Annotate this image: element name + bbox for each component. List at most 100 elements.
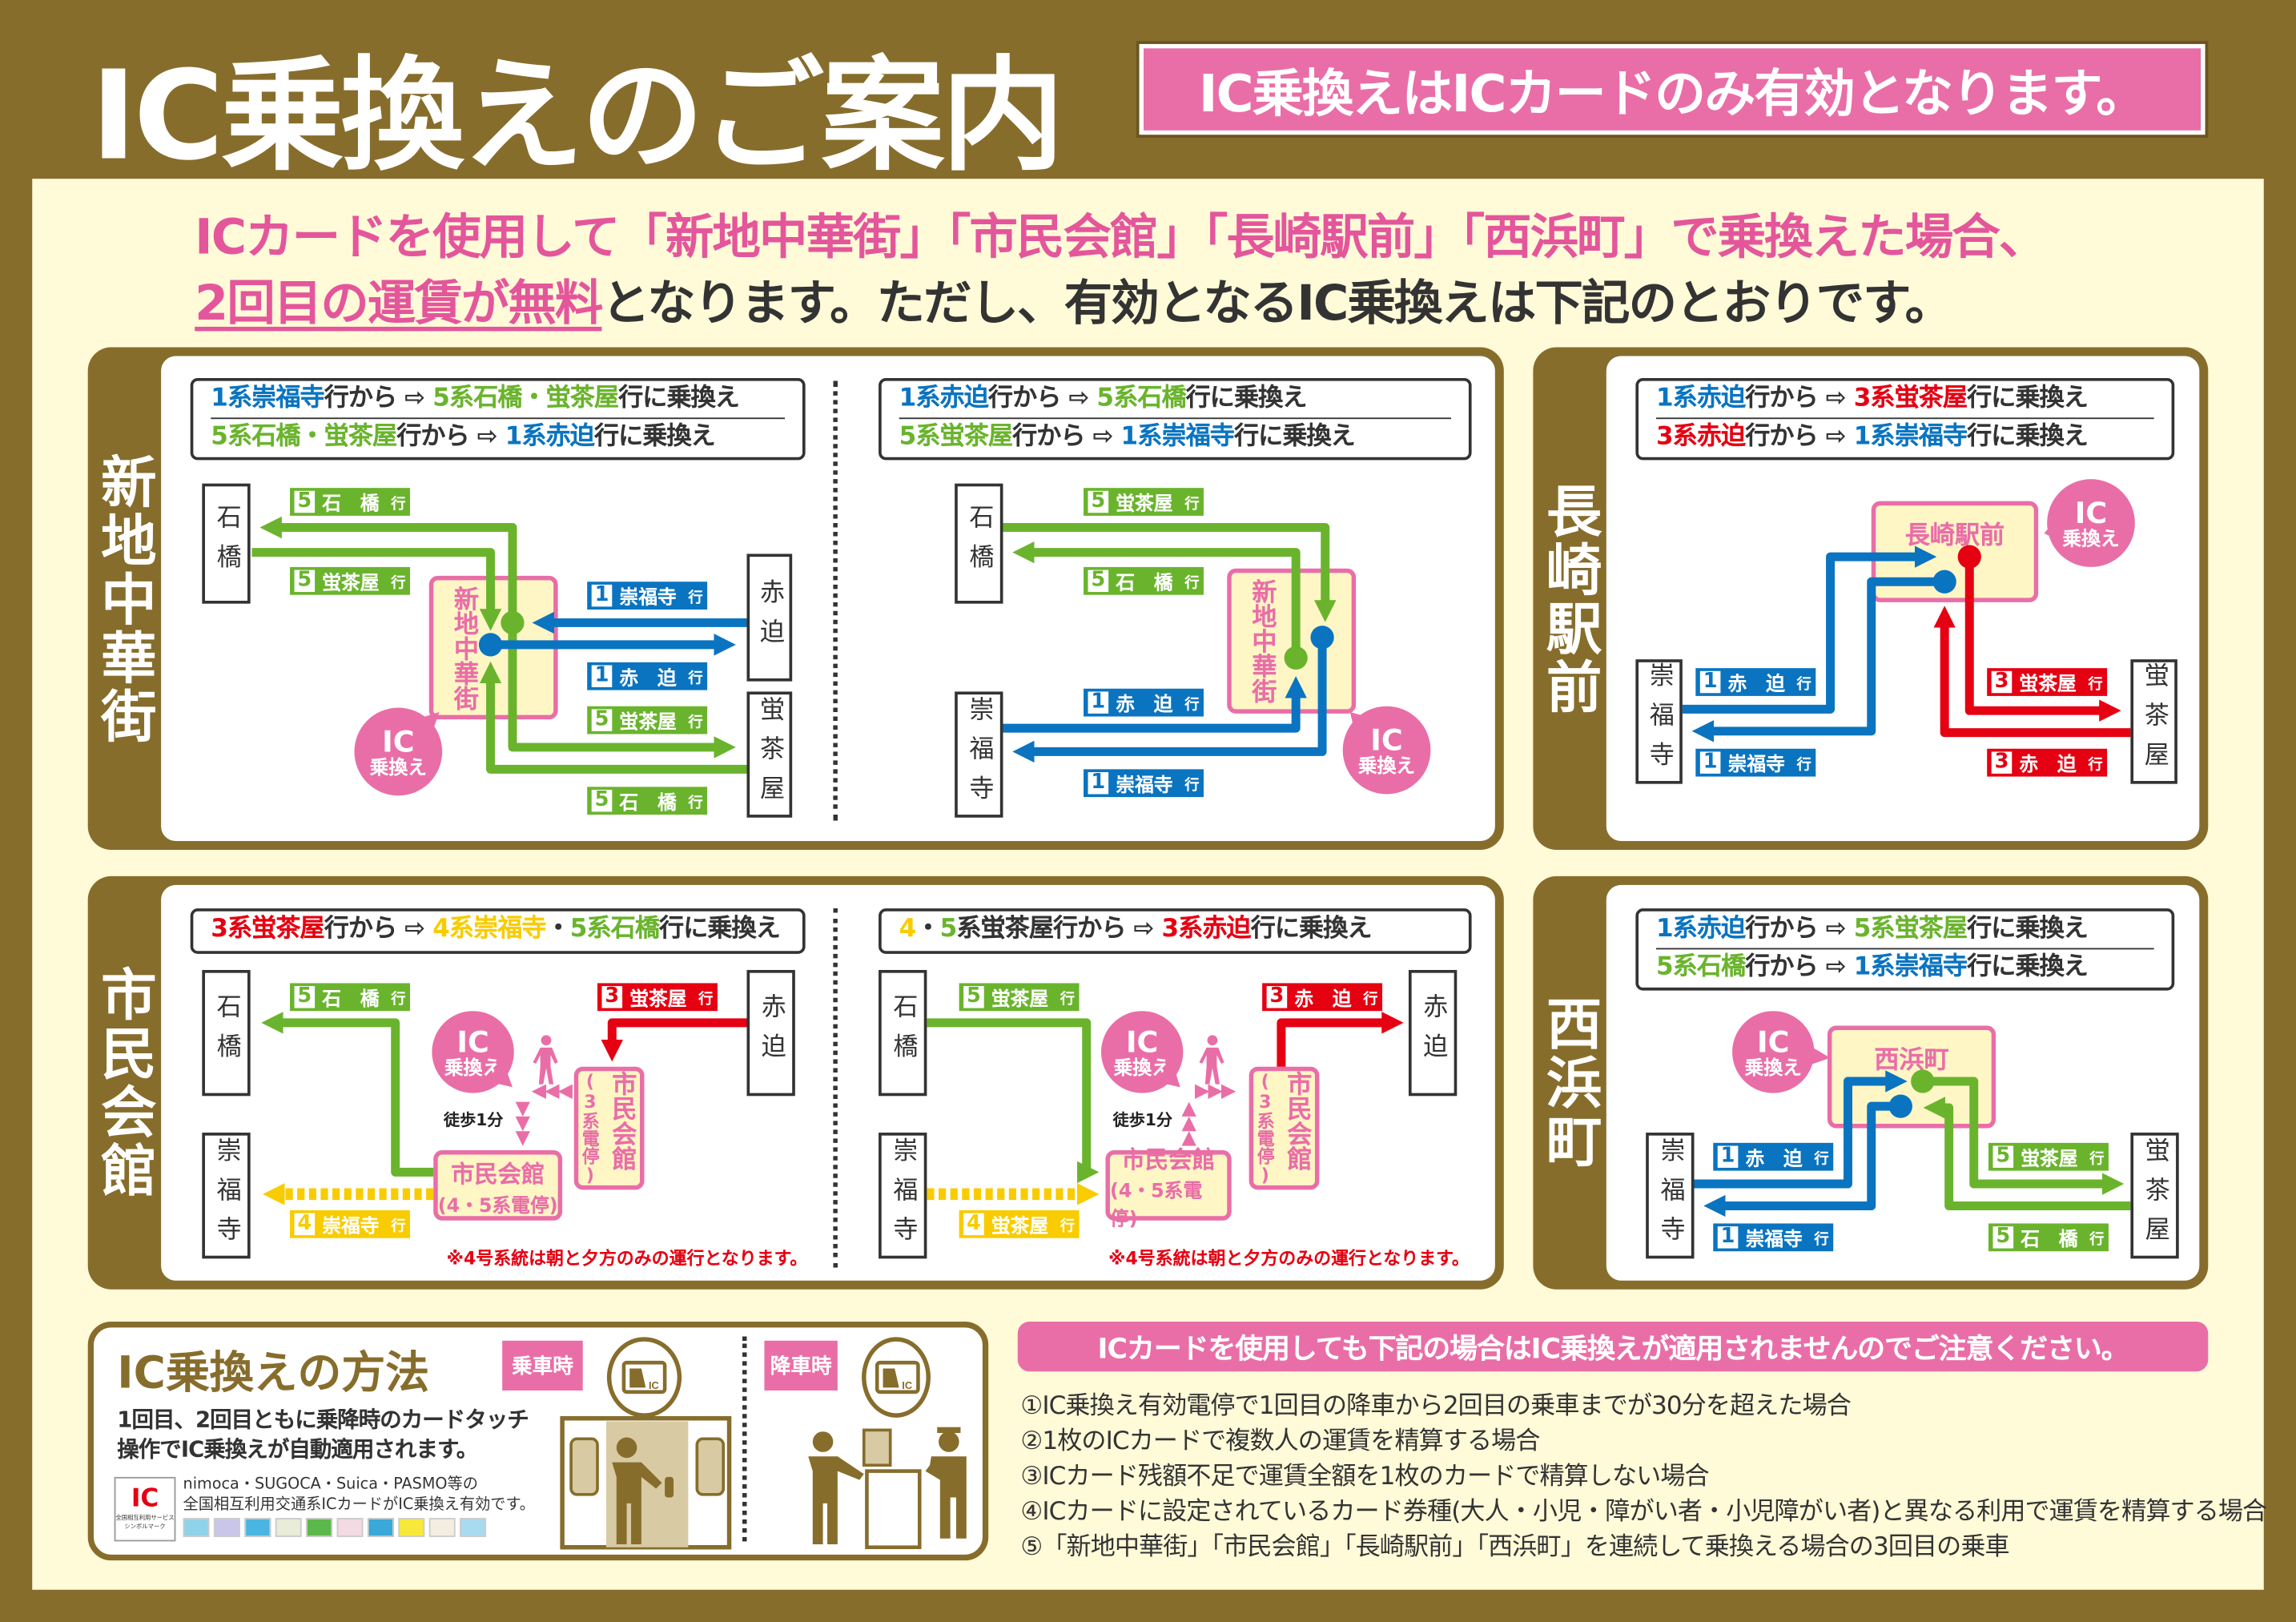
- terminal-station-box: 蛍茶屋: [2130, 1133, 2179, 1259]
- terminal-station-name: 石橋: [211, 504, 240, 584]
- route-destination: 赤 迫: [1745, 1149, 1803, 1171]
- transfer-stop-name: 市民会館: [605, 1071, 636, 1171]
- panel-station-label: 西浜町: [1536, 995, 1602, 1171]
- route-suffix: 行: [1060, 992, 1076, 1008]
- route-suffix: 行: [1060, 1218, 1076, 1236]
- terminal-station-box: 石橋: [202, 969, 251, 1097]
- panel-label-strip: 市民会館: [88, 876, 161, 1290]
- ic-card-icon-label: IC: [649, 1379, 659, 1391]
- rule-segment: 行に乗換え: [1967, 384, 2089, 413]
- ic-badge-top: IC: [1757, 1023, 1790, 1059]
- route-destination: 蛍茶屋: [2021, 1149, 2078, 1171]
- route-number: 3: [601, 985, 623, 1008]
- ic-badge-top: IC: [1370, 721, 1403, 757]
- route-destination: 石 橋: [619, 792, 677, 815]
- rule-segment: 行に乗換え: [1967, 421, 2089, 452]
- passenger-icon: [616, 1437, 637, 1459]
- route-destination: 崇福寺: [1745, 1229, 1803, 1252]
- alighting-label: 降車時: [764, 1340, 838, 1391]
- route-suffix: 行: [688, 795, 703, 812]
- rule-segment: ・: [545, 914, 571, 944]
- transfer-rule-line: 5系石橋・蛍茶屋行から ⇨ 1系赤迫行に乗換え: [211, 417, 786, 456]
- route-number: 5: [1992, 1226, 2014, 1249]
- transfer-stop-box: 市民会館(4・5系電停): [433, 1149, 563, 1221]
- ic-logo-caption-2: シンボルマーク: [124, 1522, 166, 1530]
- ic-logo-caption-1: 全国相互利用サービス: [115, 1513, 175, 1521]
- terminal-station-name: 崇福寺: [1655, 1136, 1684, 1255]
- route-suffix: 行: [1814, 1232, 1829, 1249]
- route-destination: 蛍茶屋: [1116, 493, 1173, 516]
- route-destination: 蛍茶屋: [2019, 674, 2077, 696]
- route-number: 5: [591, 789, 613, 812]
- method-divider: [742, 1336, 747, 1542]
- intro-line-2: 2回目の運賃が無料となります。ただし、有効となるIC乗換えは下記のとおりです。: [195, 264, 1953, 334]
- notice-text: IC乗換えはICカードのみ有効となります。: [1198, 65, 2148, 124]
- panel-station-label: 長崎駅前: [1536, 481, 1602, 716]
- route-destination: 蛍茶屋: [629, 988, 687, 1012]
- transfer-rule-line: 5系石橋行から ⇨ 1系崇福寺行に乗換え: [1655, 948, 2154, 987]
- terminal-station-name: 蛍茶屋: [2139, 1136, 2169, 1255]
- route-number: 3: [1991, 670, 2013, 694]
- intro-line-1: ICカードを使用して「新地中華街」「市民会館」「長崎駅前」「西浜町」で乗換えた場…: [195, 207, 2047, 266]
- ic-badge-top: IC: [456, 1023, 489, 1059]
- card-reader-icon: [665, 1476, 674, 1498]
- method-desc-line-2: 操作でIC乗換えが自動適用されます。: [117, 1435, 478, 1463]
- rule-segment: 行に乗換え: [1185, 384, 1308, 413]
- ic-badge-bottom: 乗換え: [2062, 528, 2120, 550]
- route-destination: 蛍茶屋: [991, 988, 1049, 1012]
- rule-segment: 3系蛍茶屋: [211, 914, 324, 944]
- route-number: 3: [1266, 985, 1288, 1008]
- route-number: 5: [1088, 490, 1109, 513]
- rule-segment: 行から ⇨: [1745, 421, 1854, 452]
- rule-segment: 1系赤迫: [1655, 914, 1746, 944]
- transfer-rule-line: 4・5系蛍茶屋行から ⇨ 3系赤迫行に乗換え: [899, 912, 1451, 948]
- route-number: 1: [591, 665, 613, 687]
- route-destination: 石 橋: [1116, 573, 1173, 595]
- rule-segment: 行から ⇨: [324, 914, 433, 944]
- terminal-station-box: 蛍茶屋: [746, 691, 793, 818]
- rule-segment: 5系蛍茶屋: [1853, 914, 1968, 944]
- route-number: 5: [1088, 570, 1109, 593]
- terminal-station-box: 崇福寺: [1646, 1133, 1695, 1259]
- terminal-station-box: 赤迫: [746, 553, 793, 682]
- route-number: 4: [963, 1213, 984, 1236]
- rule-segment: 1系赤迫: [899, 384, 989, 413]
- rule-segment: 1系崇福寺: [1853, 421, 1968, 452]
- transfer-rule-box: 4・5系蛍茶屋行から ⇨ 3系赤迫行に乗換え: [879, 908, 1472, 954]
- transfer-stop-box: 市民会館(4・5系電停): [1105, 1145, 1232, 1231]
- transfer-rule-line: 5系蛍茶屋行から ⇨ 1系崇福寺行に乗換え: [899, 417, 1451, 456]
- route-number: 5: [294, 985, 316, 1008]
- ic-card-icon-label: IC: [902, 1379, 912, 1391]
- terminal-station-box: 崇福寺: [955, 691, 1003, 818]
- ic-card-thumbnail: [460, 1518, 487, 1537]
- rule-segment: 行から ⇨: [1012, 421, 1121, 452]
- transfer-rule-line: 1系崇福寺行から ⇨ 5系石橋・蛍茶屋行に乗換え: [211, 381, 785, 418]
- rule-segment: 行から ⇨: [1745, 384, 1854, 413]
- rule-segment: 4系崇福寺: [432, 914, 546, 944]
- caution-item: ③ICカード残額不足で運賃全額を1枚のカードで精算しない場合: [1020, 1462, 1709, 1492]
- route-number: 1: [1699, 751, 1721, 774]
- route-suffix: 行: [1184, 697, 1200, 714]
- passenger-icon: [812, 1431, 834, 1452]
- rule-segment: 1系崇福寺: [211, 384, 324, 413]
- tram-window-icon: [695, 1437, 726, 1496]
- route-number: 1: [1088, 691, 1109, 714]
- ic-badge-bottom: 乗換え: [1357, 755, 1416, 778]
- route-suffix: 行: [1184, 778, 1200, 795]
- route-number: 5: [591, 708, 613, 731]
- terminal-station-name: 石橋: [887, 993, 917, 1073]
- rule-segment: 行に乗換え: [1250, 914, 1373, 944]
- route-suffix: 行: [2089, 1232, 2105, 1249]
- method-desc-line-1: 1回目、2回目ともに乗降時のカードタッチ: [117, 1407, 529, 1434]
